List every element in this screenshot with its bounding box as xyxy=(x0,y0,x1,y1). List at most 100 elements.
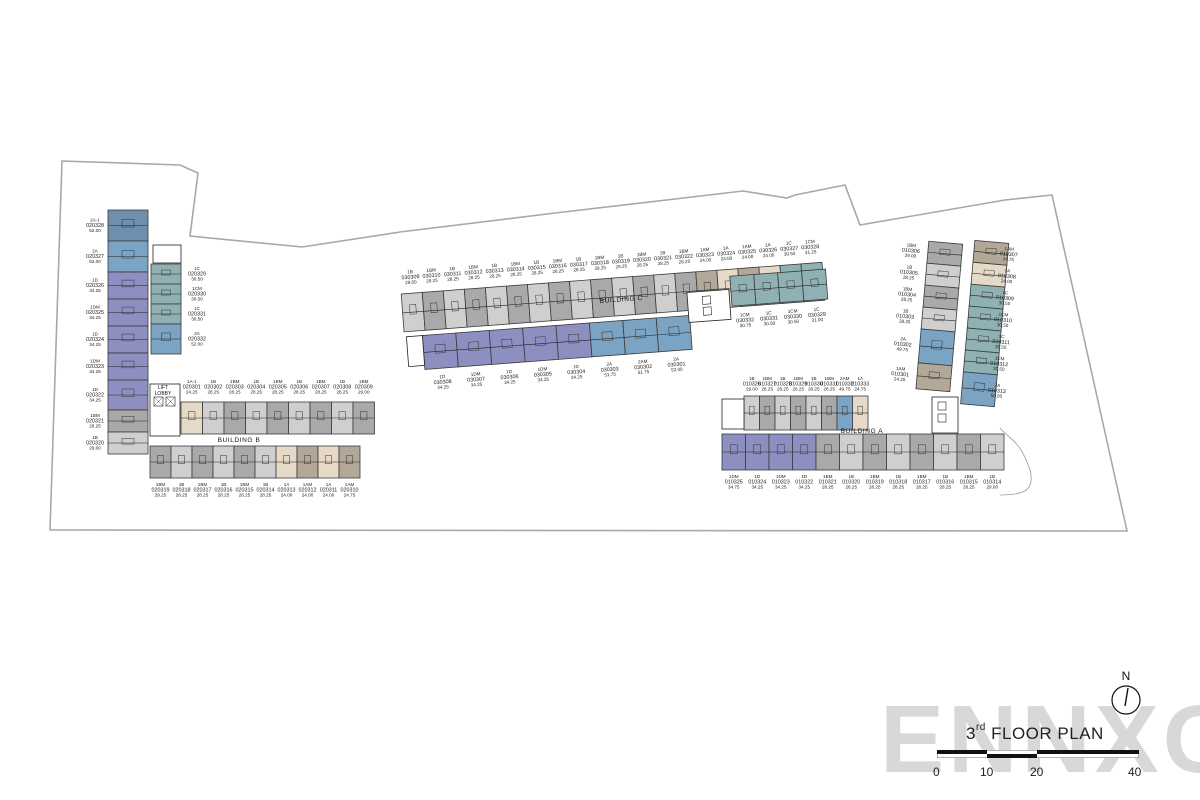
unit-030301[interactable] xyxy=(655,314,693,353)
unit-010303[interactable] xyxy=(920,306,958,333)
unit-010332[interactable] xyxy=(836,395,853,431)
unit-010304[interactable] xyxy=(922,284,960,311)
unit-020332[interactable] xyxy=(150,323,182,355)
unit-id: 020318 xyxy=(173,488,191,494)
unit-010313[interactable] xyxy=(960,371,998,408)
unit-010323[interactable] xyxy=(768,433,793,471)
unit-010317[interactable] xyxy=(909,433,934,471)
unit-030332[interactable] xyxy=(729,274,757,307)
unit-030321[interactable] xyxy=(653,272,679,314)
unit-020322[interactable] xyxy=(107,379,149,411)
unit-030330[interactable] xyxy=(777,270,805,304)
unit-010331[interactable] xyxy=(821,395,838,431)
unit-id: 030311 xyxy=(444,271,462,278)
unit-020316[interactable] xyxy=(212,445,235,479)
unit-030307[interactable] xyxy=(455,330,493,368)
unit-030305[interactable] xyxy=(522,325,559,363)
unit-id: 020324 xyxy=(86,337,104,343)
unit-030315[interactable] xyxy=(527,282,552,323)
unit-020308[interactable] xyxy=(331,401,354,435)
unit-010307[interactable] xyxy=(972,239,1010,266)
unit-020320[interactable] xyxy=(107,431,149,455)
lift-icon xyxy=(701,295,712,305)
unit-type: 1BM xyxy=(906,242,916,248)
unit-030316[interactable] xyxy=(548,280,573,322)
unit-020307[interactable] xyxy=(309,401,332,435)
unit-010306[interactable] xyxy=(926,240,964,267)
unit-area: 30.50 xyxy=(764,321,776,327)
unit-010320[interactable] xyxy=(839,433,864,471)
unit-020328[interactable] xyxy=(107,209,149,242)
unit-type: 1BM xyxy=(823,474,833,479)
unit-020331[interactable] xyxy=(150,303,182,325)
unit-030309[interactable] xyxy=(400,291,426,333)
unit-020313[interactable] xyxy=(275,445,298,479)
unit-020303[interactable] xyxy=(223,401,246,435)
unit-010309[interactable] xyxy=(968,283,1006,310)
unit-010314[interactable] xyxy=(980,433,1005,471)
unit-type: 1BM xyxy=(964,474,974,479)
unit-030312[interactable] xyxy=(463,287,489,328)
unit-020318[interactable] xyxy=(170,445,193,479)
unit-020330[interactable] xyxy=(150,283,182,305)
unit-030313[interactable] xyxy=(484,285,510,326)
unit-area: 31.25 xyxy=(805,249,817,255)
unit-020301[interactable] xyxy=(180,401,203,435)
unit-030306[interactable] xyxy=(488,327,526,365)
unit-030311[interactable] xyxy=(442,288,468,330)
unit-010333[interactable] xyxy=(852,395,869,431)
unit-010329[interactable] xyxy=(790,395,807,431)
unit-020329[interactable] xyxy=(150,263,182,285)
unit-010328[interactable] xyxy=(774,395,791,431)
unit-010327[interactable] xyxy=(759,395,776,431)
unit-010310[interactable] xyxy=(966,305,1004,332)
unit-010316[interactable] xyxy=(933,433,958,471)
unit-010315[interactable] xyxy=(956,433,981,471)
unit-030303[interactable] xyxy=(588,320,626,358)
unit-020302[interactable] xyxy=(202,401,225,435)
unit-010330[interactable] xyxy=(805,395,822,431)
unit-030302[interactable] xyxy=(622,317,660,355)
unit-020317[interactable] xyxy=(191,445,214,479)
unit-020321[interactable] xyxy=(107,409,149,433)
unit-010326[interactable] xyxy=(743,395,760,431)
unit-id: 020314 xyxy=(257,488,275,494)
unit-010301[interactable] xyxy=(915,362,953,393)
unit-010324[interactable] xyxy=(745,433,770,471)
unit-010319[interactable] xyxy=(862,433,887,471)
unit-020311[interactable] xyxy=(317,445,340,479)
unit-010325[interactable] xyxy=(721,433,746,471)
unit-id: 020302 xyxy=(204,385,222,391)
unit-020306[interactable] xyxy=(288,401,311,435)
unit-020310[interactable] xyxy=(338,445,361,479)
unit-010321[interactable] xyxy=(815,433,840,471)
unit-020323[interactable] xyxy=(107,352,149,381)
unit-020314[interactable] xyxy=(254,445,277,479)
unit-area: 30.50 xyxy=(787,319,799,325)
unit-020326[interactable] xyxy=(107,271,149,300)
unit-010322[interactable] xyxy=(792,433,817,471)
unit-020319[interactable] xyxy=(149,445,172,479)
unit-010318[interactable] xyxy=(886,433,911,471)
unit-030308[interactable] xyxy=(421,332,459,370)
unit-id: 010301 xyxy=(891,371,909,379)
unit-020324[interactable] xyxy=(107,325,149,354)
unit-010305[interactable] xyxy=(924,262,962,289)
unit-020325[interactable] xyxy=(107,298,149,327)
unit-020312[interactable] xyxy=(296,445,319,479)
unit-010302[interactable] xyxy=(917,328,956,367)
unit-020315[interactable] xyxy=(233,445,256,479)
unit-030304[interactable] xyxy=(555,322,593,360)
unit-020327[interactable] xyxy=(107,240,149,273)
unit-030317[interactable] xyxy=(569,279,594,320)
unit-030310[interactable] xyxy=(421,290,447,331)
unit-id: 020307 xyxy=(312,385,330,391)
unit-030319[interactable] xyxy=(611,276,636,317)
unit-030329[interactable] xyxy=(801,268,829,302)
unit-020305[interactable] xyxy=(266,401,289,435)
unit-030314[interactable] xyxy=(505,284,531,325)
unit-020304[interactable] xyxy=(245,401,268,435)
unit-020309[interactable] xyxy=(352,401,375,435)
unit-030331[interactable] xyxy=(753,272,781,305)
unit-type: 1CM xyxy=(740,312,750,318)
